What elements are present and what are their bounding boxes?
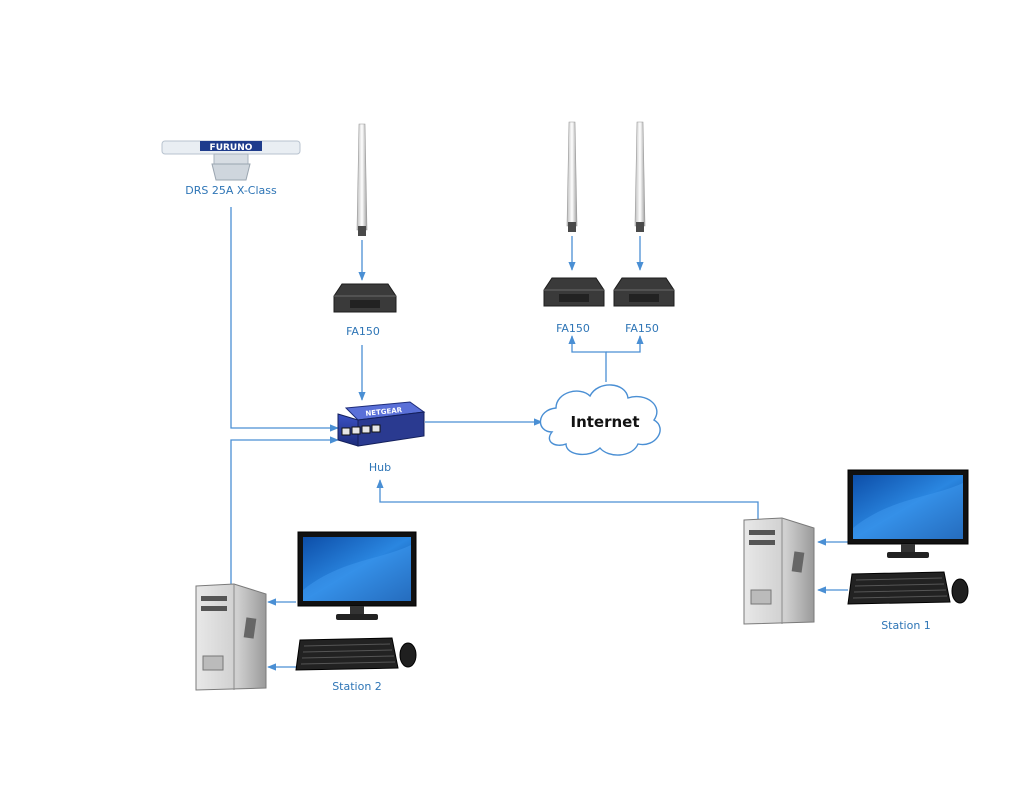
radar-hub-link: [230, 207, 339, 432]
whip-antenna-left: [356, 123, 368, 236]
fa150-unit-mid[interactable]: [543, 277, 605, 307]
radar-label: DRS 25A X-Class: [185, 184, 277, 197]
internet-fa150-mid-link: [568, 335, 607, 382]
station1-mouse[interactable]: [951, 578, 969, 604]
fa150-left-label: FA150: [346, 325, 380, 338]
hub-port-4[interactable]: [371, 424, 381, 433]
station1-tower[interactable]: [743, 517, 815, 625]
hub-label: Hub: [369, 461, 391, 474]
station2-tower[interactable]: [195, 583, 267, 691]
hub-logo: NETGEAR: [365, 406, 403, 418]
station2-monitor[interactable]: [297, 531, 417, 620]
fa150-unit-right[interactable]: [613, 277, 675, 307]
whip-antenna-right: [634, 121, 646, 232]
hub-port-1[interactable]: [341, 427, 351, 436]
hub-port-3[interactable]: [361, 425, 371, 434]
fa150-right-label: FA150: [625, 322, 659, 335]
station1-monitor[interactable]: [847, 469, 969, 558]
station2-mouse[interactable]: [399, 642, 417, 668]
station1-label: Station 1: [881, 619, 931, 632]
station1-hub-link: [376, 479, 759, 520]
station2-hub-link: [230, 436, 339, 585]
connections: [230, 207, 848, 671]
internet-label: Internet: [570, 413, 639, 431]
hub-port-2[interactable]: [351, 426, 361, 435]
station1-keyboard[interactable]: [847, 571, 951, 605]
internet-cloud[interactable]: Internet: [539, 384, 661, 456]
station2-keyboard[interactable]: [295, 637, 399, 671]
whip-antenna-mid: [566, 121, 578, 232]
internet-fa150-right-link: [606, 335, 644, 353]
network-hub[interactable]: NETGEAR: [337, 401, 426, 447]
station2-label: Station 2: [332, 680, 382, 693]
fa150-unit-left[interactable]: [333, 283, 397, 313]
fa150-mid-label: FA150: [556, 322, 590, 335]
radar-antenna[interactable]: FURUNO: [161, 140, 301, 181]
radar-logo: FURUNO: [210, 143, 253, 153]
radar-logo-plate: [200, 141, 262, 151]
